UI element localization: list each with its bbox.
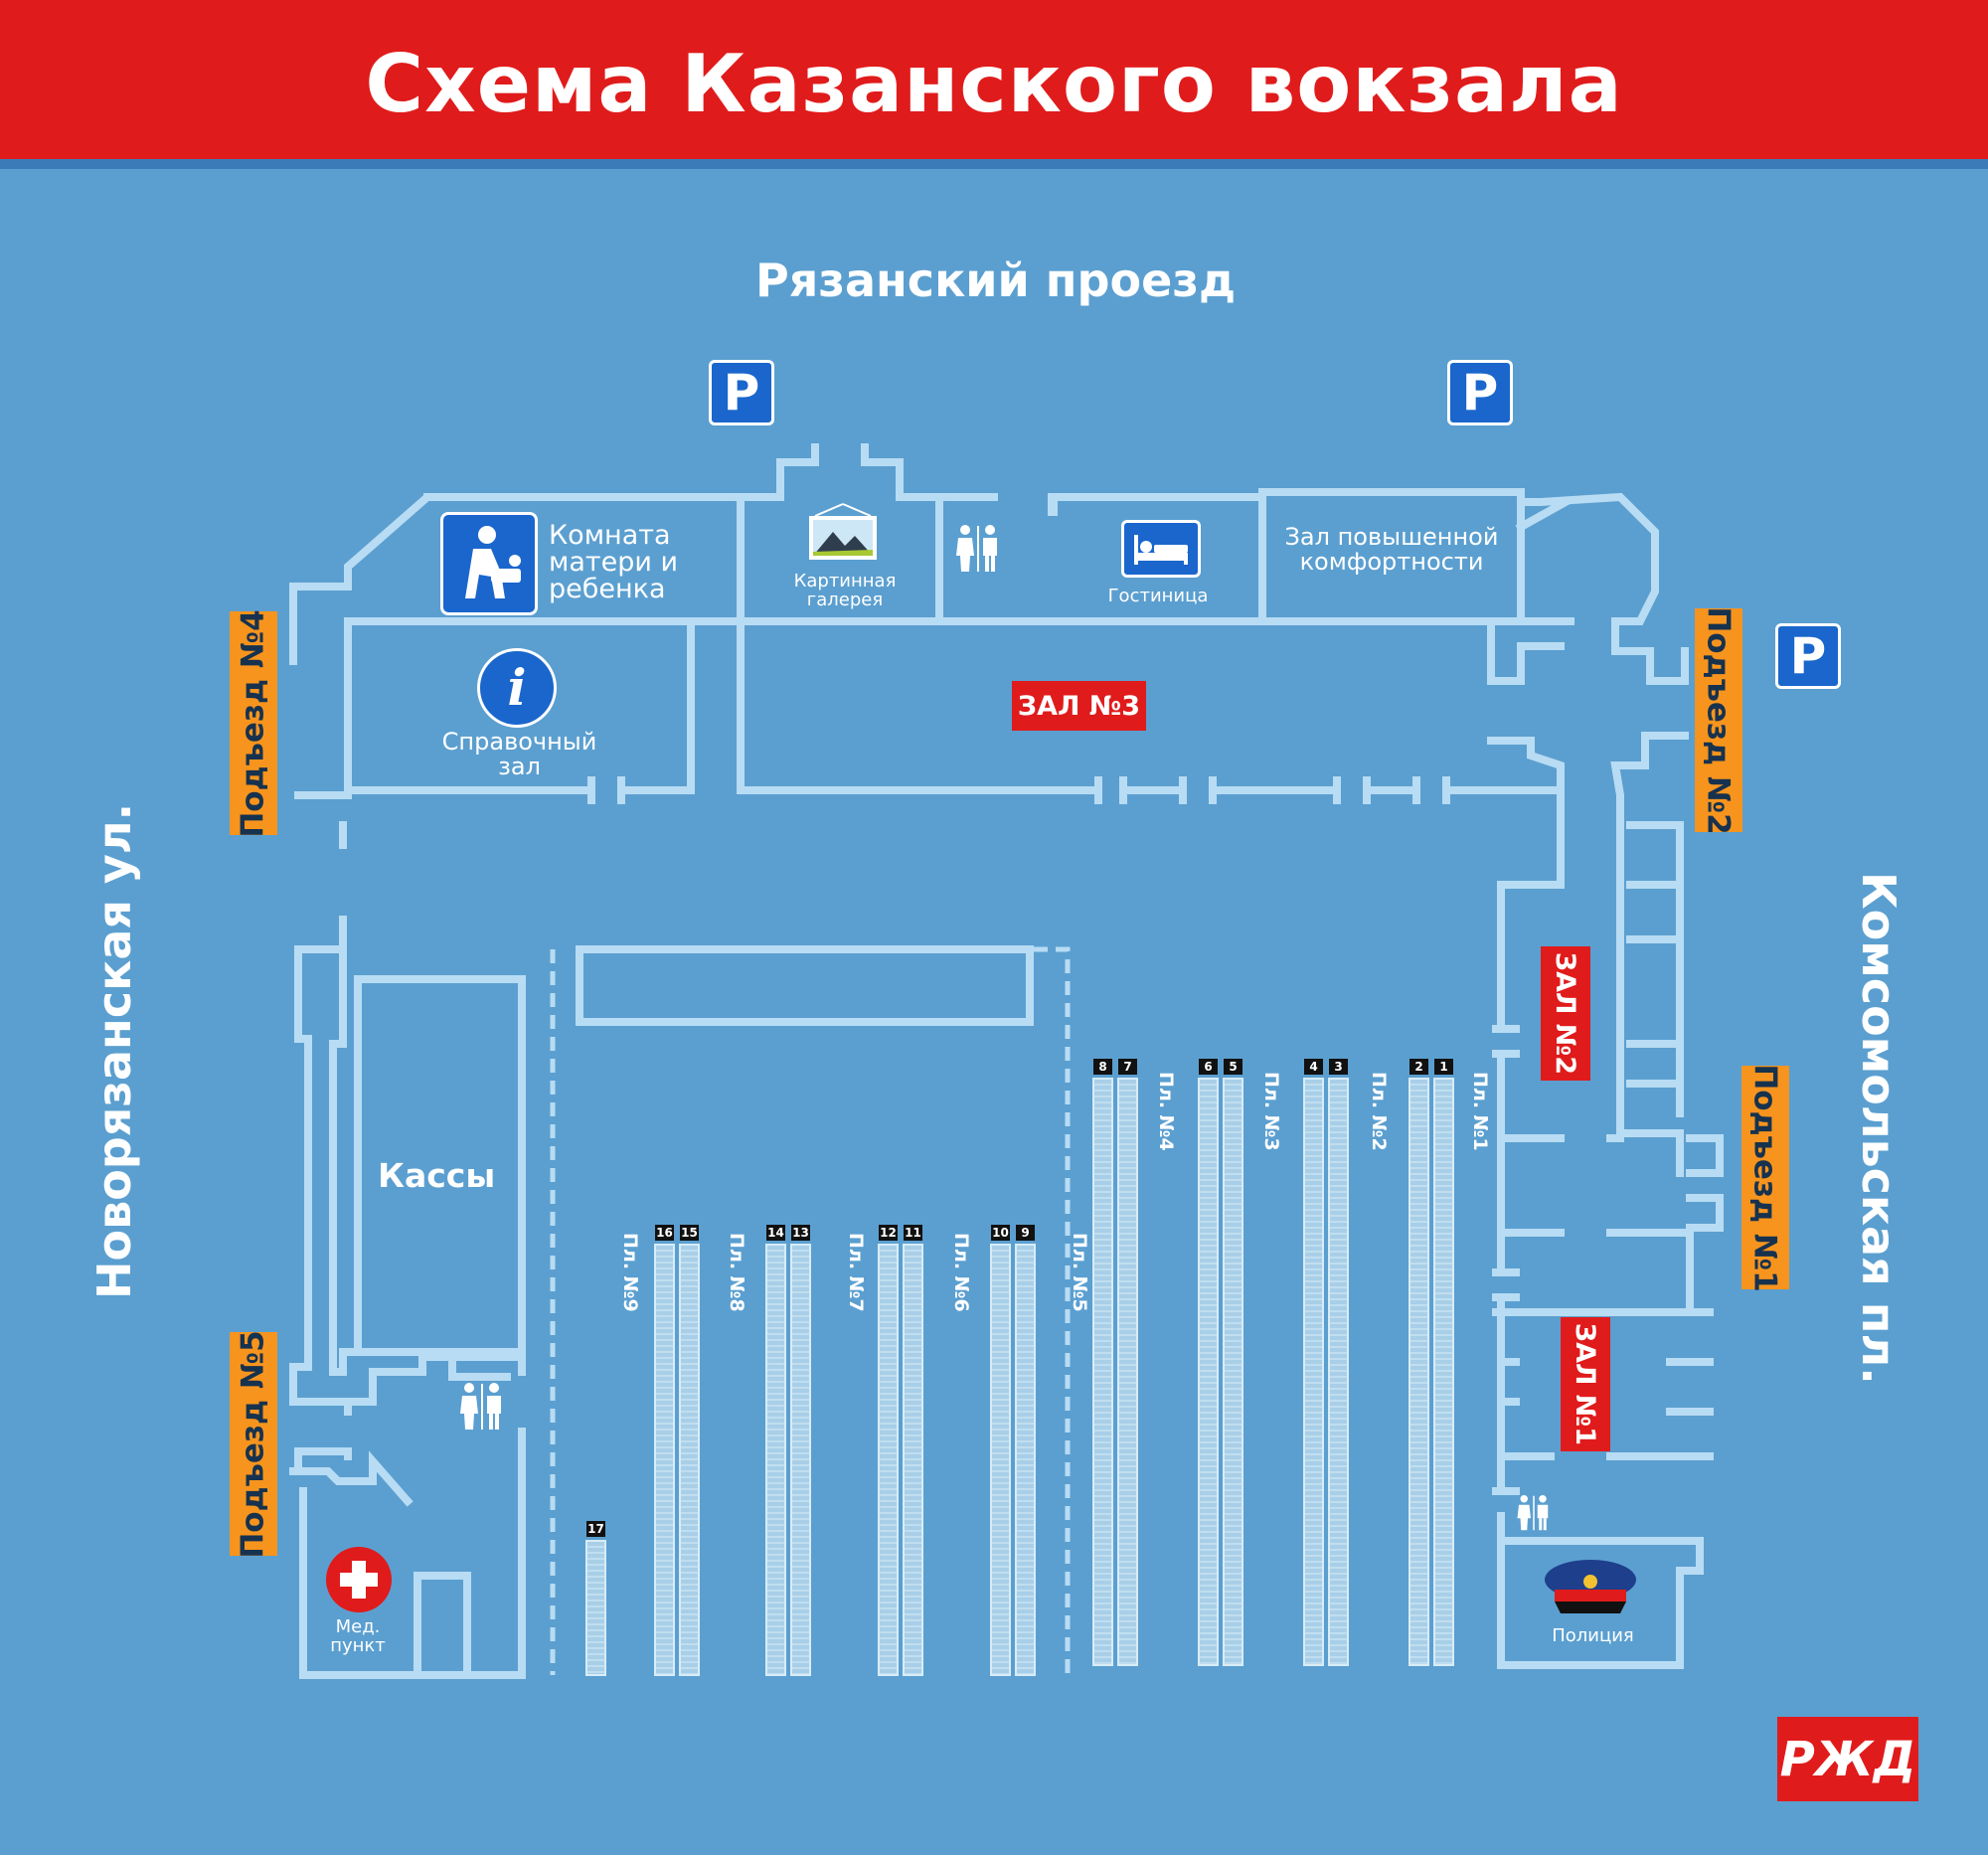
platform-label: Пл. №5 — [1069, 1233, 1090, 1312]
hotel-label: Гостиница — [1107, 586, 1209, 606]
platform-label: Пл. №1 — [1469, 1072, 1491, 1151]
track-number: 17 — [586, 1521, 605, 1537]
gallery-icon — [807, 502, 879, 562]
wc-icon — [458, 1382, 506, 1432]
entrance-2: Подъезд №2 — [1695, 606, 1742, 834]
page-title: Схема Казанского вокзала — [365, 38, 1623, 130]
entrance-1: Подъезд №1 — [1741, 1064, 1789, 1291]
track-number: 13 — [791, 1225, 810, 1241]
tickets-label: Кассы — [378, 1156, 496, 1195]
medical-label: Мед. пункт — [330, 1616, 386, 1656]
track-number: 11 — [904, 1225, 922, 1241]
street-left: Новорязанская ул. — [87, 802, 141, 1299]
street-top: Рязанский проезд — [755, 253, 1237, 307]
track-number: 14 — [766, 1225, 785, 1241]
track-rail — [1223, 1078, 1243, 1666]
track-rail — [1117, 1078, 1138, 1666]
track-rail — [1303, 1078, 1324, 1666]
parking-icon: P — [1447, 360, 1513, 425]
platform-label: Пл. №3 — [1260, 1072, 1282, 1151]
track-number: 10 — [991, 1225, 1010, 1241]
track-number: 3 — [1329, 1059, 1348, 1075]
hall-3: ЗАЛ №3 — [1012, 681, 1146, 731]
info-icon: i — [477, 648, 557, 728]
platform-label: Пл. №9 — [619, 1233, 641, 1312]
wc-icon — [1516, 1493, 1552, 1533]
track-rail — [1433, 1078, 1454, 1666]
header-bar: Схема Казанского вокзала — [0, 0, 1988, 169]
comfort-hall-label: Зал повышенной комфортности — [1284, 523, 1499, 576]
platform-label: Пл. №7 — [845, 1233, 867, 1312]
track-rail — [1328, 1078, 1349, 1666]
medical-cross-icon — [326, 1547, 392, 1612]
track-number: 16 — [655, 1225, 674, 1241]
platform-label: Пл. №8 — [726, 1233, 747, 1312]
platform-label: Пл. №4 — [1155, 1072, 1177, 1151]
mother-child-icon — [440, 512, 538, 615]
track-rail — [1198, 1078, 1219, 1666]
track-number: 15 — [680, 1225, 699, 1241]
parking-icon: P — [1775, 623, 1841, 689]
track-number: 9 — [1016, 1225, 1035, 1241]
hotel-icon — [1121, 520, 1201, 578]
police-cap-icon — [1541, 1556, 1640, 1620]
track-lines — [585, 1078, 1454, 1676]
rzd-logo: РЖД — [1777, 1717, 1918, 1801]
track-number: 12 — [879, 1225, 898, 1241]
gallery-label: Картинная галерея — [793, 571, 897, 610]
track-rail — [1092, 1078, 1113, 1666]
police-label: Полиция — [1552, 1625, 1634, 1646]
track-number: 1 — [1434, 1059, 1453, 1075]
track-rail — [1408, 1078, 1429, 1666]
hall-2: ЗАЛ №2 — [1541, 946, 1590, 1081]
platform-label: Пл. №6 — [950, 1233, 972, 1312]
parking-icon: P — [709, 360, 774, 425]
track-number: 8 — [1093, 1059, 1112, 1075]
track-number: 7 — [1118, 1059, 1137, 1075]
hall-1: ЗАЛ №1 — [1561, 1317, 1610, 1451]
track-rail — [585, 1540, 606, 1676]
platform-label: Пл. №2 — [1368, 1072, 1390, 1151]
track-number: 5 — [1224, 1059, 1242, 1075]
entrance-5: Подъезд №5 — [230, 1330, 277, 1558]
track-number: 6 — [1199, 1059, 1218, 1075]
track-number: 2 — [1409, 1059, 1428, 1075]
street-right: Комсомольская пл. — [1852, 872, 1905, 1385]
info-hall-label: Справочный зал — [441, 728, 597, 780]
entrance-4: Подъезд №4 — [230, 609, 277, 837]
mother-child-label: Комната матери и ребенка — [549, 520, 679, 604]
wc-icon — [954, 524, 1002, 574]
platform-boundary — [550, 946, 1071, 1675]
building-walls — [289, 443, 1724, 1679]
track-number: 4 — [1304, 1059, 1323, 1075]
